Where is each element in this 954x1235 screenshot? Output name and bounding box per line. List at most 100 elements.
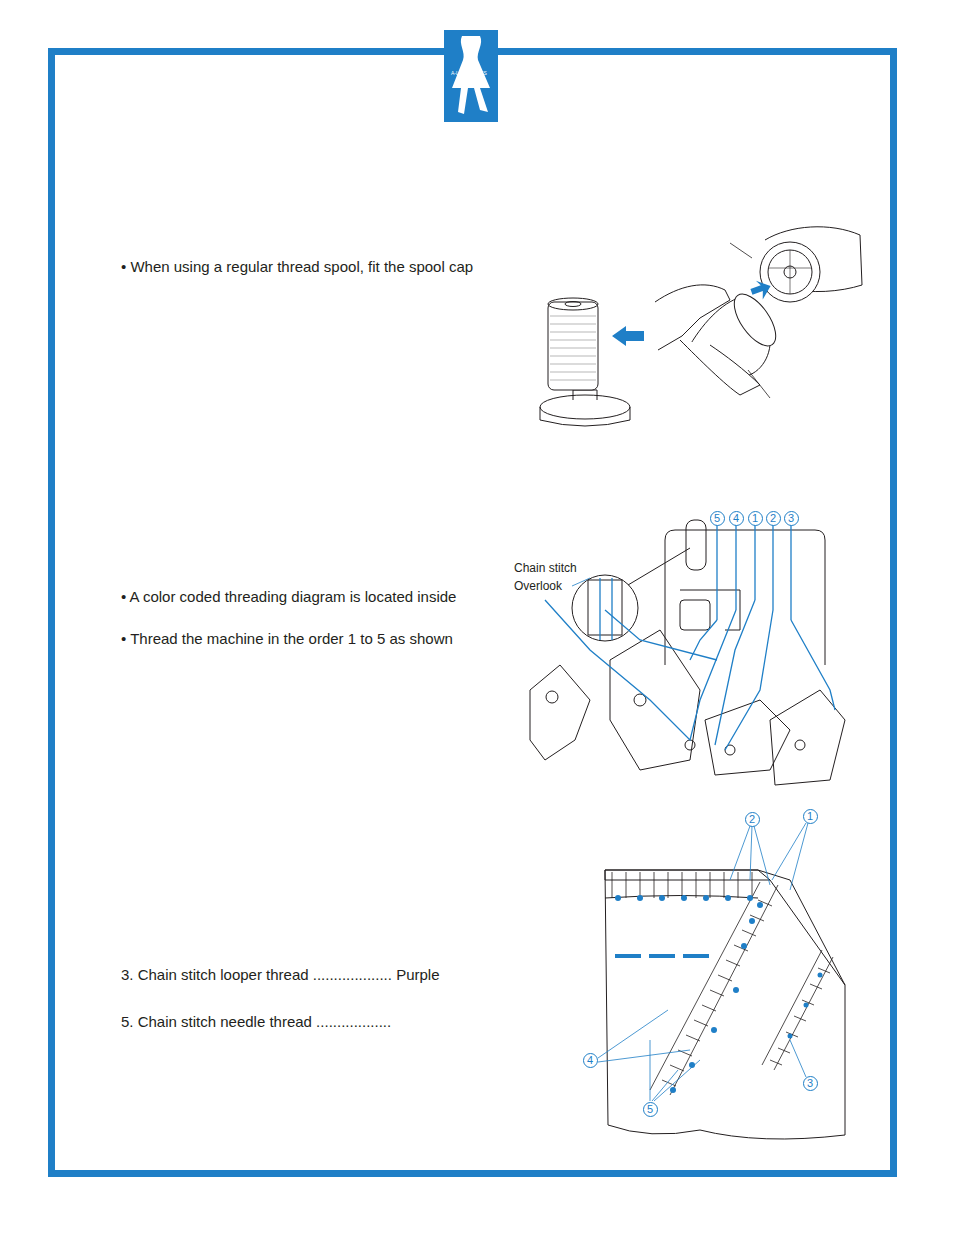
illustration-part — [605, 870, 845, 1139]
illustration-part — [748, 370, 770, 398]
illustration-part — [790, 1040, 806, 1077]
callout-number: 1 — [748, 511, 763, 526]
illustration-part — [458, 88, 488, 114]
illustration-part — [612, 872, 752, 898]
illustration-part — [757, 902, 763, 908]
illustration-part — [650, 1040, 700, 1101]
illustration-part — [770, 880, 845, 985]
illustration-part — [628, 548, 690, 585]
illustration-part — [452, 36, 490, 88]
illustration-part — [598, 1010, 690, 1062]
callout-number: 2 — [766, 511, 781, 526]
illustration-part — [715, 600, 755, 745]
illustration-part — [681, 895, 687, 901]
illustration-part — [530, 665, 590, 760]
illustration-part — [725, 895, 731, 901]
illustration-part — [662, 900, 772, 1086]
illustration-part — [550, 348, 596, 349]
illustration-part — [605, 610, 717, 660]
illustration-part — [550, 364, 596, 365]
illustration-part — [615, 954, 712, 958]
illustration-part — [550, 332, 596, 333]
illustration-part — [730, 243, 752, 258]
illustration-part — [659, 895, 665, 901]
illustration-part — [550, 356, 596, 357]
illustration-part — [600, 578, 612, 640]
illustration-part — [565, 302, 581, 307]
illustration-part — [686, 520, 706, 570]
illustration-part — [680, 340, 760, 395]
callout-number: 4 — [729, 511, 744, 526]
illustration-part — [735, 524, 736, 610]
callout-number: 4 — [583, 1053, 598, 1068]
illustration-part — [772, 823, 808, 890]
callout-number: 3 — [803, 1076, 818, 1091]
illustration-part — [747, 895, 753, 901]
illustration-part — [545, 600, 736, 740]
illustration-part — [770, 968, 830, 1065]
illustration-part — [572, 578, 590, 586]
illustration-part — [768, 250, 812, 294]
callout-number: 1 — [803, 809, 818, 824]
illustration-part — [762, 950, 833, 1070]
illustration-part — [760, 242, 820, 302]
illustration-part — [550, 380, 596, 381]
callout-number: 5 — [643, 1102, 658, 1117]
illustration-part — [790, 524, 791, 620]
illustration-part — [670, 1087, 676, 1093]
illustration-part — [749, 918, 755, 924]
note-text: • A color coded threading diagram is loc… — [121, 588, 456, 606]
illustration-part — [795, 740, 805, 750]
illustration-part — [754, 524, 755, 600]
illustration-part — [730, 826, 770, 885]
diagram-label: Chain stitch — [514, 561, 577, 575]
illustration-part — [550, 316, 596, 317]
diagram-label: Overlook — [514, 579, 562, 593]
illustration-part — [818, 973, 823, 978]
illustration-part — [550, 324, 596, 325]
illustration-part — [545, 524, 835, 750]
illustration-part — [540, 395, 630, 419]
illustration-part — [772, 524, 773, 610]
illustration-part — [768, 250, 812, 294]
callout-number: 2 — [745, 812, 760, 827]
illustration-part — [546, 691, 558, 703]
illustration-part — [680, 600, 710, 630]
illustration-part — [612, 326, 644, 346]
illustration-part — [605, 870, 845, 1139]
illustration-part — [540, 298, 630, 426]
illustration-part — [444, 30, 498, 122]
thread-list-item: 3. Chain stitch looper thread ..........… — [121, 966, 440, 984]
illustration-part — [711, 1027, 717, 1033]
illustration-part — [610, 630, 700, 770]
logo-text: A-LINE SERIES — [451, 70, 487, 76]
illustration-part — [725, 610, 773, 750]
illustration-part — [550, 340, 596, 341]
illustration-part — [588, 580, 622, 635]
illustration-part — [733, 987, 739, 993]
thread-list-item: 5. Chain stitch needle thread ..........… — [121, 1013, 391, 1031]
illustration-part — [703, 895, 709, 901]
illustration-part — [615, 895, 621, 901]
illustration-part — [615, 895, 823, 1093]
illustration-part — [605, 870, 770, 880]
callout-number: 5 — [710, 511, 725, 526]
illustration-part — [804, 1003, 809, 1008]
illustration-part — [741, 943, 747, 949]
illustration-part — [548, 302, 598, 390]
note-text: • Thread the machine in the order 1 to 5… — [121, 630, 453, 648]
illustration-part — [748, 277, 774, 303]
illustration-part — [650, 882, 778, 1095]
illustration-part — [550, 372, 596, 373]
illustration-part — [52, 52, 894, 1174]
illustration-part — [550, 316, 596, 380]
illustration-part — [548, 298, 598, 310]
note-text: • When using a regular thread spool, fit… — [121, 258, 473, 276]
illustration-part — [530, 520, 845, 785]
illustration-part — [788, 1034, 793, 1039]
illustration-part — [655, 227, 862, 395]
illustration-part — [637, 895, 643, 901]
callout-number: 3 — [784, 511, 799, 526]
illustration-part — [572, 578, 808, 1101]
